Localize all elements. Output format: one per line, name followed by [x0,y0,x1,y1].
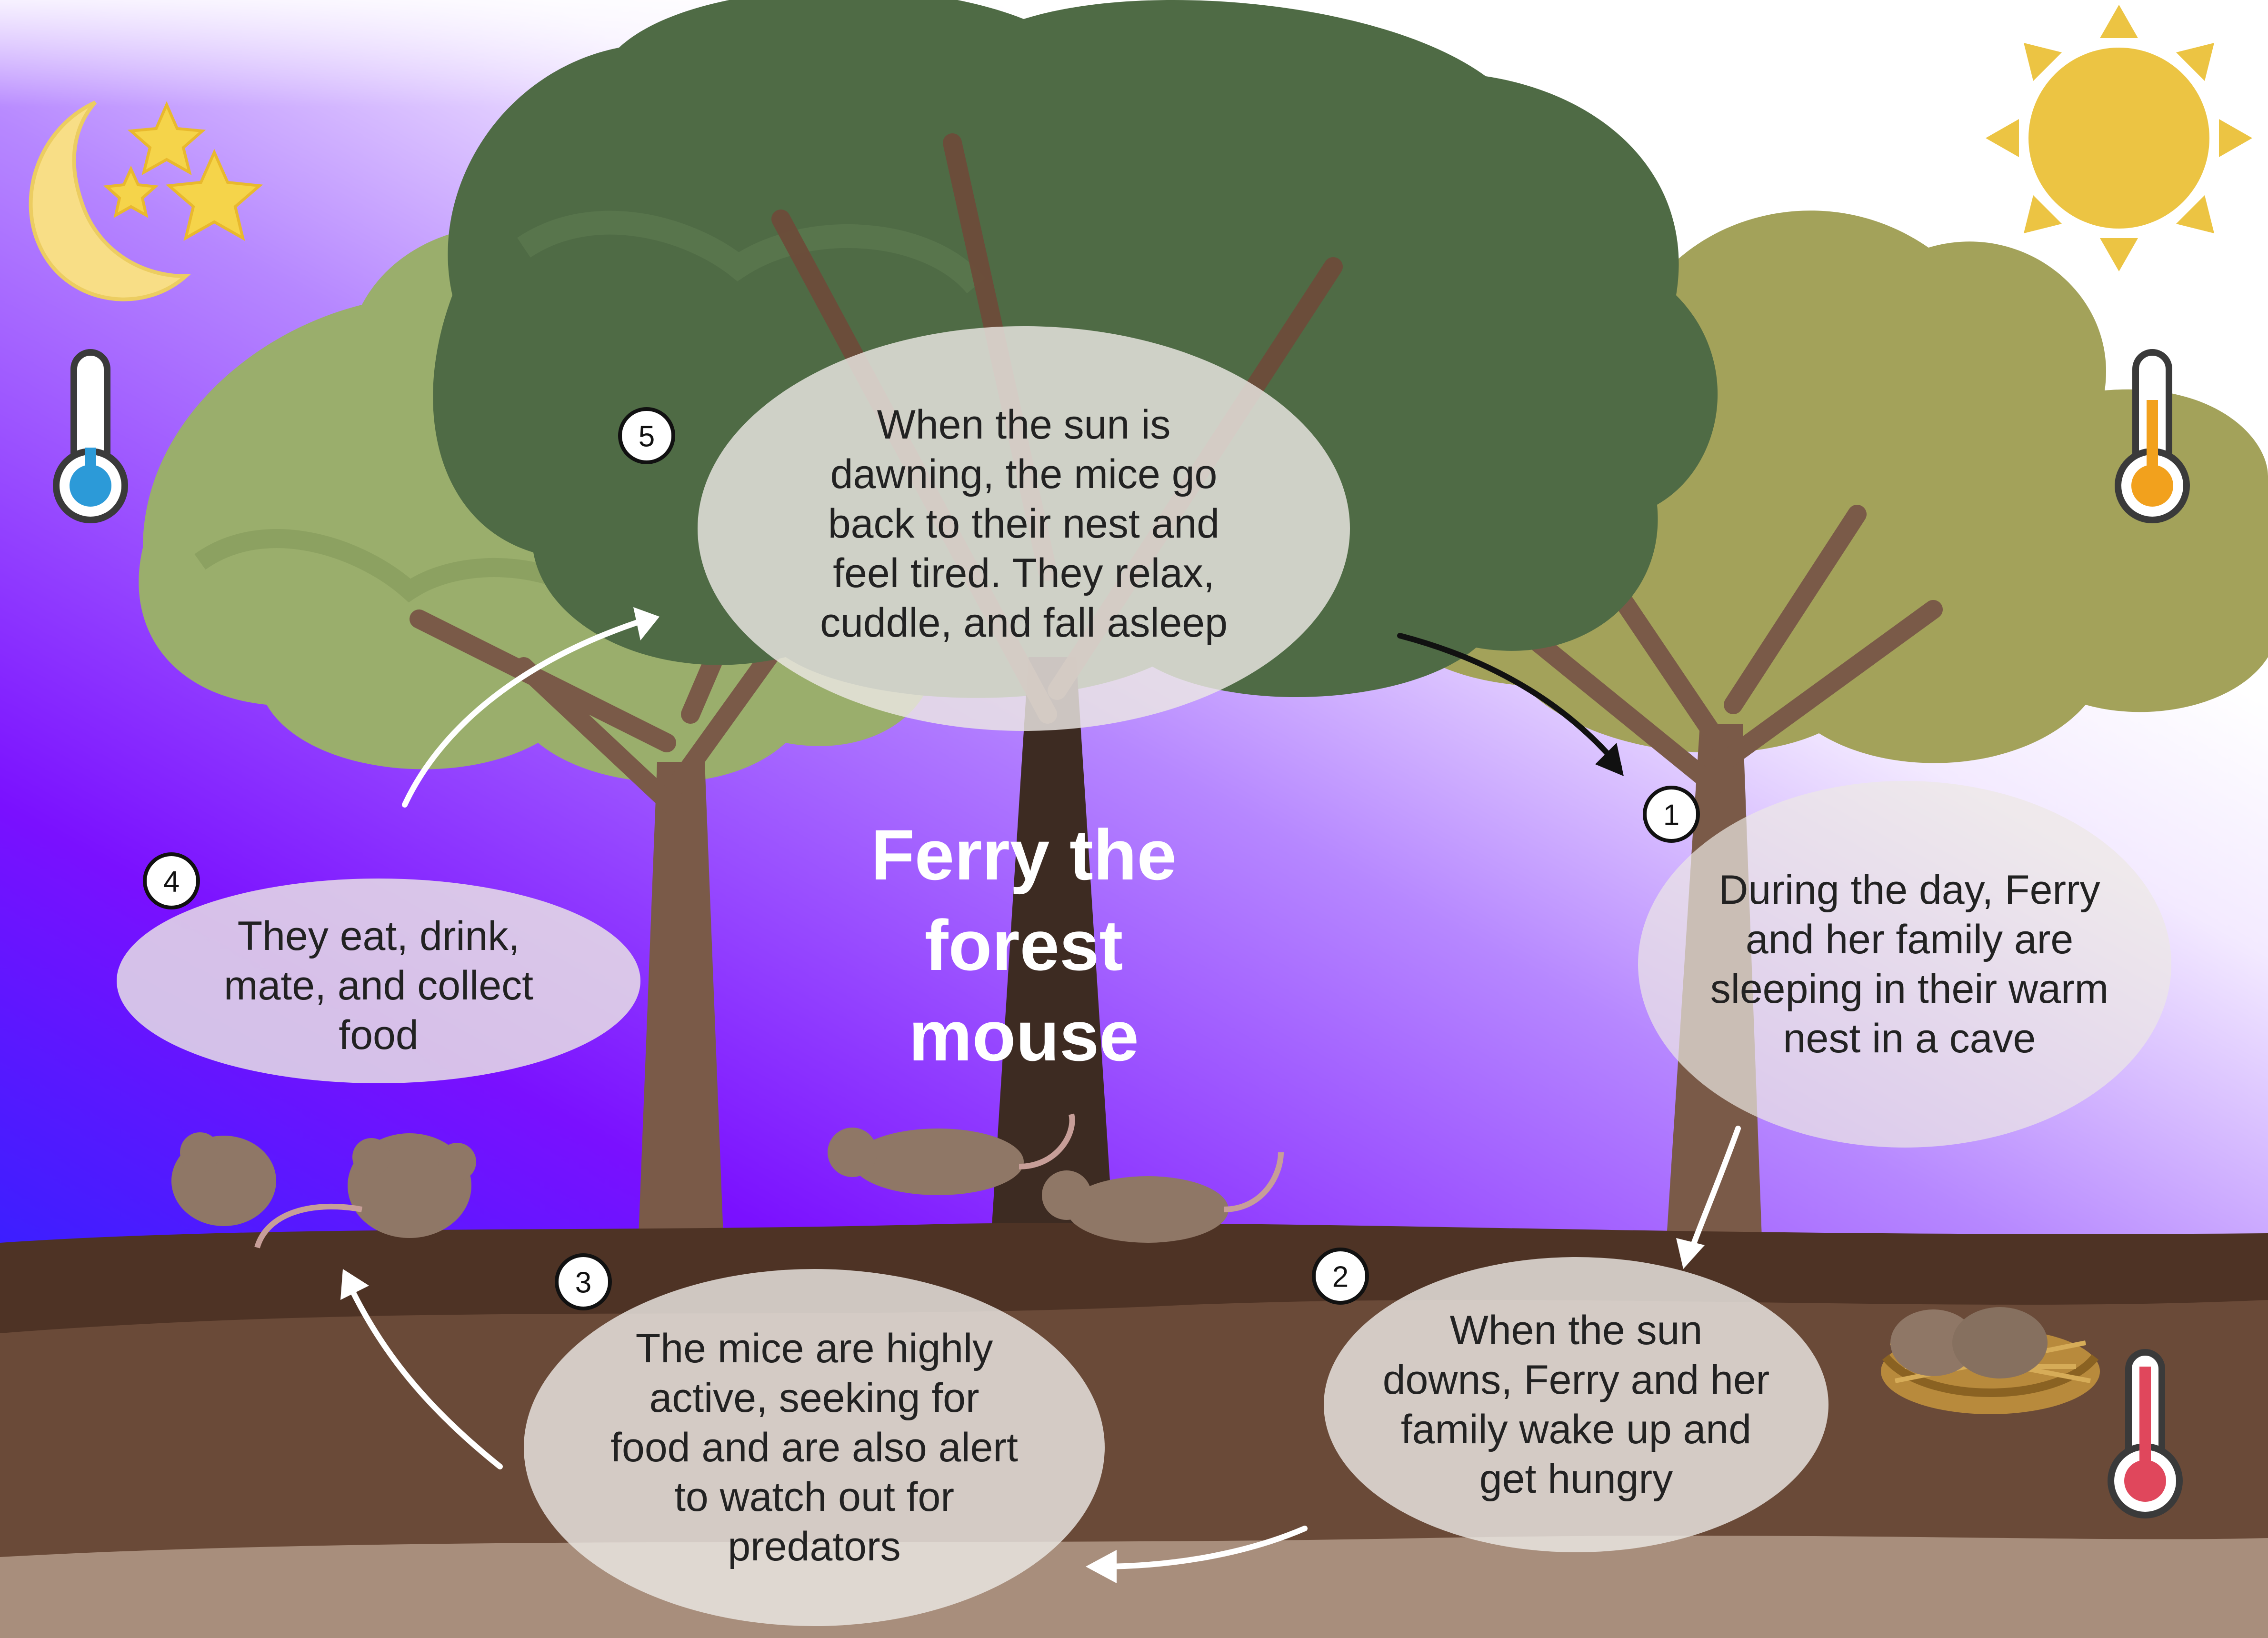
step-badge-2: 2 [1312,1248,1369,1305]
mouse-icon [171,1113,1284,1248]
arrow-5-to-1 [1397,633,1622,769]
step-number-2: 2 [1332,1261,1349,1294]
step-1-text: During the day, Ferry and her family are… [1710,867,2109,1061]
step-number-5: 5 [639,420,655,453]
step-number-3: 3 [575,1267,591,1299]
bubble-step-3 [524,1269,1105,1626]
step-number-1: 1 [1663,799,1679,832]
step-badge-4: 4 [143,852,200,909]
step-5-text: When the sun is dawning, the mice go bac… [820,402,1228,646]
sun-icon [1986,5,2252,271]
thermometer-warm-icon [2115,349,2190,523]
step-badge-5: 5 [618,407,675,464]
arrow-1-to-2 [1688,1126,1741,1255]
arrow-4-to-5 [402,616,650,808]
star-icon [103,101,263,241]
thermometer-hot-icon [2108,1349,2183,1518]
ground-bottom [0,1536,2268,1638]
arrow-3-to-4 [345,1278,503,1469]
step-3-text: The mice are highly active, seeking for … [610,1326,1018,1569]
bubble-step-2 [1324,1257,1828,1552]
moon-icon [29,100,191,301]
bubble-step-4 [117,879,640,1083]
step-2-text: When the sun downs, Ferry and her family… [1382,1308,1770,1502]
step-4-text: They eat, drink, mate, and collect food [223,913,534,1058]
step-badge-3: 3 [555,1253,612,1310]
nest-icon [1881,1307,2100,1414]
step-number-4: 4 [163,866,180,899]
bubble-step-1 [1638,781,2171,1148]
thermometer-cold-icon [53,349,128,523]
arrow-2-to-3 [1097,1526,1308,1569]
diagram-title: Ferry the forest mouse [871,815,1177,1076]
step-badge-1: 1 [1643,786,1700,843]
bubble-step-5 [698,326,1350,731]
